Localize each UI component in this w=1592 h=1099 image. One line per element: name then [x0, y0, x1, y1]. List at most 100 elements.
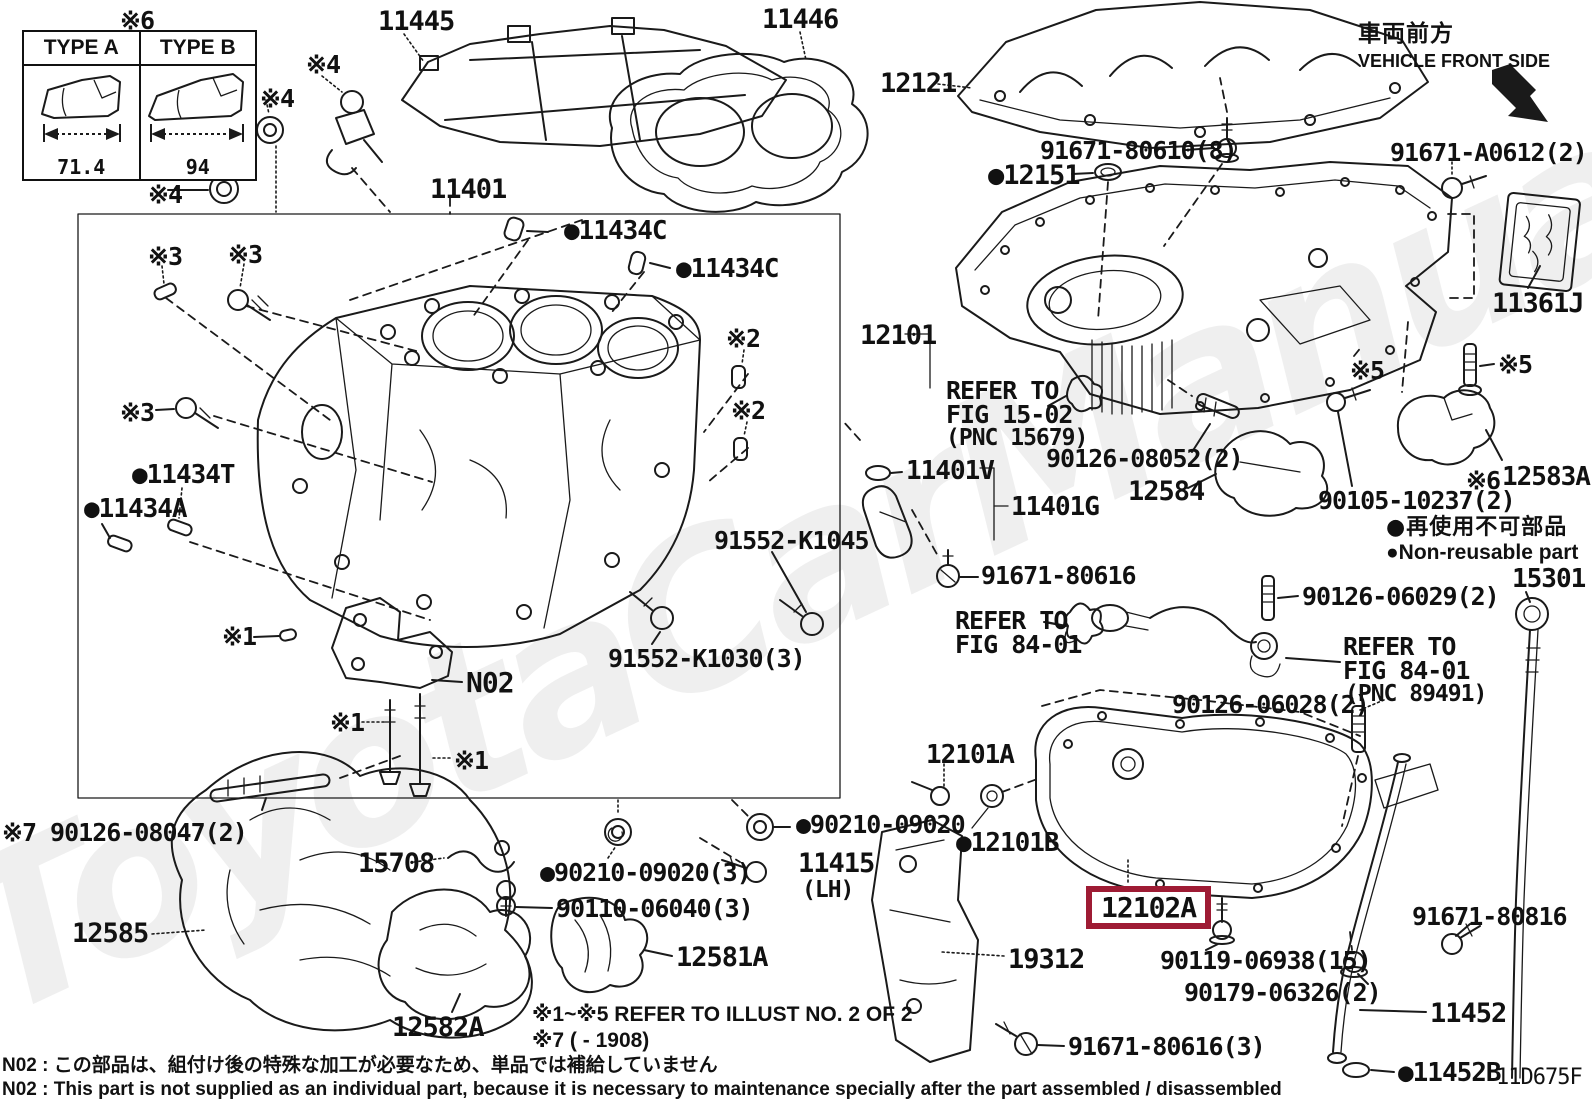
part-19312: 19312 — [1008, 944, 1085, 975]
part-11434C-1: ●11434C — [564, 216, 668, 246]
bolt-91552-K1045 — [771, 551, 824, 636]
stud-note5 — [1458, 343, 1495, 396]
insulator-12583A — [1396, 321, 1503, 466]
part-91671-80616-1: 91671-80616 — [981, 561, 1137, 590]
part-11446: 11446 — [762, 4, 839, 35]
note-4-2: ※4 — [306, 50, 341, 79]
refer2-line1: REFER TO — [1343, 632, 1456, 661]
insulator-12585 — [151, 751, 533, 1039]
type-b-dimension: 94 — [185, 155, 210, 179]
note-5-2: ※5 — [1498, 350, 1533, 379]
part-90210-09020-3: ●90210-09020(3) — [540, 858, 752, 887]
note-4-3: ※4 — [148, 180, 183, 209]
type-a-cell: 71.4 — [24, 66, 141, 179]
part-12121: 12121 — [880, 68, 957, 99]
footnote-n02-jp: N02 : この部品は、組付け後の特殊な加工が必要なため、単品では補給していませ… — [2, 1055, 718, 1076]
part-15708: 15708 — [358, 848, 435, 879]
cylinder-block-11401 — [256, 285, 701, 648]
part-90126-06028: 90126-06028(2) — [1172, 690, 1370, 719]
bolt-90105-10237 — [1326, 345, 1371, 487]
part-11401G: 11401G — [1011, 492, 1100, 522]
bolt-91671-A0612 — [1441, 161, 1487, 199]
note-3-3: ※3 — [120, 398, 155, 427]
part-91671-80816: 91671-80816 — [1412, 902, 1568, 931]
part-90179-06326: 90179-06326(2) — [1184, 978, 1382, 1007]
part-12102A: 12102A — [1086, 886, 1212, 930]
bolt-91552-K1030 — [629, 591, 674, 645]
part-91552-K1045: 91552-K1045 — [714, 526, 870, 555]
part-11434A: ●11434A — [84, 494, 188, 524]
note-1-3: ※1 — [454, 746, 489, 775]
direction-jp: 車両前方 — [1358, 21, 1454, 47]
refer2-line3: (PNC 89491) — [1345, 681, 1487, 707]
baffle-plate-11445 — [401, 17, 787, 147]
part-90126-08052: 90126-08052(2) — [1046, 444, 1244, 473]
plate-11361J — [1498, 191, 1581, 293]
note-2-1: ※2 — [726, 324, 761, 353]
assembly-frame — [77, 213, 841, 799]
part-11415: 11415 — [798, 848, 875, 879]
footnote-n02-en: N02 : This part is not supplied as an in… — [2, 1079, 1282, 1099]
insulator-11446 — [609, 31, 869, 213]
upper-oil-pan-12101 — [904, 161, 1453, 415]
mount-12584 — [1187, 430, 1329, 517]
bolt-90119-06938 — [1205, 897, 1235, 951]
gasket-ref3 — [1044, 621, 1076, 643]
bedplate-12121 — [937, 1, 1429, 149]
part-11452B: ●11452B — [1398, 1058, 1502, 1088]
dowel-pins — [101, 216, 748, 642]
note-5-1: ※5 — [1350, 356, 1385, 385]
part-11401V: 11401V — [906, 456, 995, 486]
bracket-12581A — [550, 896, 673, 994]
type-b-header: TYPE B — [159, 36, 236, 59]
note-1-2: ※1 — [330, 708, 365, 737]
grommet-parts — [167, 99, 284, 213]
bolts-note3 — [155, 263, 271, 429]
part-12585: 12585 — [72, 918, 149, 949]
sensor-ref-84-01 — [1043, 602, 1341, 678]
vehicle-front-arrow — [1492, 64, 1548, 122]
refer3-line2: FIG 84-01 — [955, 630, 1082, 659]
part-11434T: ●11434T — [132, 460, 236, 490]
part-12101A: 12101A — [926, 740, 1015, 770]
part-12101B: ●12101B — [956, 828, 1060, 858]
part-11452: 11452 — [1430, 998, 1507, 1029]
bolt-91671-80610 — [1163, 77, 1239, 247]
note-3-2: ※3 — [228, 240, 263, 269]
oil-valve-part — [321, 75, 391, 213]
mount-N02 — [331, 597, 463, 797]
note-7-90126-08047: ※7 90126-08047(2) — [2, 818, 248, 847]
part-12581A: 12581A — [676, 942, 769, 973]
bracket-19312 — [871, 819, 1005, 1063]
note-6-2: ※6 — [1466, 466, 1501, 495]
refer2-line2: FIG 84-01 — [1343, 656, 1470, 685]
part-12584: 12584 — [1128, 476, 1205, 507]
grommets-90210 — [604, 797, 791, 859]
refer3-line1: REFER TO — [955, 606, 1068, 635]
stud-90126-08047 — [209, 755, 401, 811]
nut-90179-06326 — [1340, 931, 1369, 985]
footnote-refer: ※1~※5 REFER TO ILLUST NO. 2 OF 2 — [532, 1003, 913, 1026]
part-91671-A0612: 91671-A0612(2) — [1390, 138, 1588, 167]
leader-11361J — [1527, 265, 1541, 289]
type-b-cell: 94 — [141, 66, 256, 179]
dipstick-15301 — [1511, 591, 1549, 1079]
part-12101: 12101 — [860, 320, 937, 351]
type-comparison-table: TYPE A TYPE B 71.4 — [22, 30, 257, 181]
bolt-12101A — [911, 763, 1041, 829]
sensor-11401V — [841, 419, 1009, 559]
part-12583A: 12583A — [1502, 462, 1591, 492]
plate-11361J-ghost — [1447, 213, 1475, 299]
refer1-line1: REFER TO — [946, 376, 1059, 405]
dipstick-guide-11452 — [1327, 753, 1439, 1078]
stud-90126-06028 — [1341, 699, 1385, 827]
bolt-91671-80816 — [1441, 923, 1481, 955]
stud-90126-06029 — [1261, 575, 1299, 621]
note-2-2: ※2 — [731, 396, 766, 425]
footnote-range: ※7 ( - 1908) — [532, 1029, 650, 1052]
part-90110-06040: 90110-06040(3) — [556, 894, 754, 923]
part-11361J: 11361J — [1492, 288, 1585, 319]
part-90210-09020: ●90210-09020 — [796, 810, 966, 839]
